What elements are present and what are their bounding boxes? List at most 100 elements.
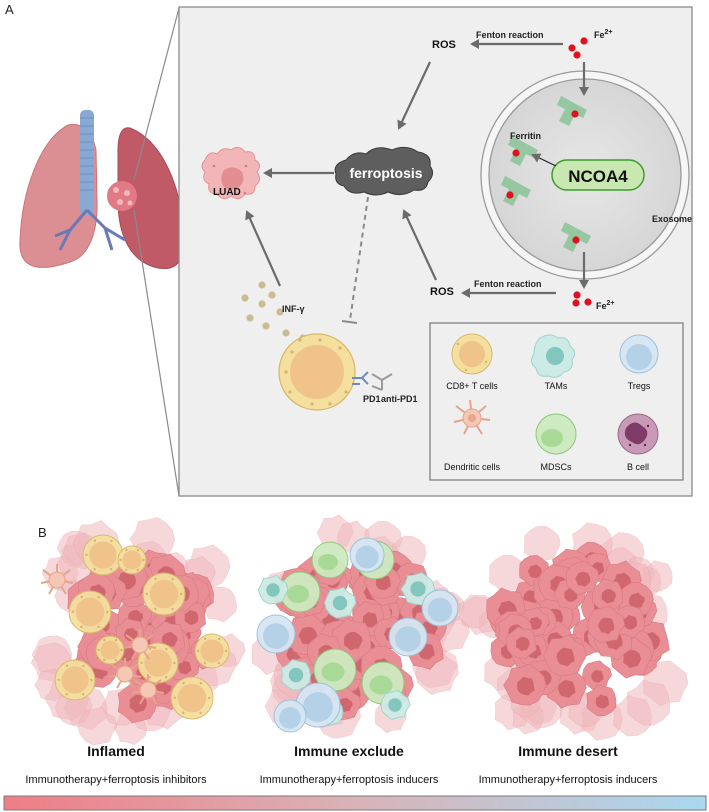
ros-top-label: ROS <box>432 39 456 51</box>
ncoa4-label: NCOA4 <box>568 167 628 186</box>
panel-a-label: A <box>5 2 14 17</box>
ros-to-ferroptosis-arrow <box>397 61 431 130</box>
zoom-line-bottom <box>133 209 180 497</box>
zoom-line-top <box>133 7 180 181</box>
inflamed-title: Inflamed <box>87 743 145 759</box>
inflamed-subtitle: Immunotherapy+ferroptosis inhibitors <box>25 774 207 786</box>
cd8-granule <box>182 711 185 715</box>
inflamed-tumor <box>30 517 246 746</box>
tumor-nucleus <box>591 669 604 683</box>
cd8-nucleus <box>75 597 105 627</box>
luad-cell <box>201 146 261 200</box>
legend-treg-icon <box>619 334 659 374</box>
legend-dendritic-label: Dendritic cells <box>444 462 501 472</box>
legend-mdsc-icon <box>535 413 577 455</box>
tam-nucleus <box>332 595 348 611</box>
ferritin-label: Ferritin <box>510 131 541 141</box>
tumor-nucleus <box>124 627 138 642</box>
cd8-granule <box>125 548 128 552</box>
cd8-granule <box>106 610 109 614</box>
tumor-nucleus <box>595 694 609 709</box>
treg-nucleus <box>263 623 289 649</box>
cd8-granule <box>119 558 122 562</box>
cd8-granule <box>199 711 202 715</box>
fenton-bottom-label: Fenton reaction <box>474 279 542 289</box>
tam-nucleus <box>388 698 402 712</box>
tumor-cell-outer <box>523 525 561 564</box>
ros2-to-ferroptosis-arrow <box>402 209 437 281</box>
tumor-nucleus <box>184 610 199 625</box>
infg-label: INF-γ <box>282 304 305 314</box>
pd1-receptor <box>352 371 369 385</box>
fe-bottom-label: Fe2+ <box>596 300 615 311</box>
cd8-granule <box>203 637 207 641</box>
inhibit-bar <box>341 320 358 324</box>
tam-nucleus <box>288 667 304 683</box>
infg-to-luad-arrow <box>245 210 282 287</box>
legend-tam-icon <box>530 334 576 378</box>
legend-cd8-icon <box>451 333 493 375</box>
tumor-nucleus <box>628 592 645 609</box>
cd8-t-cell <box>278 333 356 411</box>
cd8-nucleus <box>122 550 142 570</box>
tumor-nucleus <box>344 631 363 651</box>
cd8-nucleus <box>200 639 224 663</box>
panel-b-label: B <box>38 525 47 540</box>
legend-dendritic-nucleus <box>468 414 476 422</box>
cd8-granule <box>208 696 211 700</box>
cd8-granule <box>173 696 176 700</box>
cd8-granule <box>110 539 113 543</box>
cd8-granule <box>171 607 174 611</box>
mdsc-nucleus <box>321 662 345 682</box>
legend-tams-label: TAMs <box>545 381 568 391</box>
cd8-granule <box>65 692 68 696</box>
cd8-nucleus <box>61 666 89 694</box>
cd8-granule <box>173 661 176 665</box>
cd8-nucleus <box>144 649 172 677</box>
ncoa4-to-ferritin-arrow <box>531 153 557 167</box>
cd8-granule <box>171 578 175 581</box>
ncoa4-capsule <box>551 159 645 191</box>
cd8-granule <box>224 649 228 653</box>
fenton-top-label: Fenton reaction <box>476 30 544 40</box>
tumor-nucleus <box>598 617 615 635</box>
cd8-granule <box>93 567 96 571</box>
cd8-nucleus <box>149 579 179 609</box>
exosome-label: Exosome <box>652 214 692 224</box>
cd8-granule <box>114 638 118 642</box>
treg-nucleus <box>355 545 379 569</box>
exclude-subtitle: Immunotherapy+ferroptosis inducers <box>260 774 439 786</box>
cd8-nucleus <box>177 683 207 713</box>
cd8-nucleus <box>89 541 117 569</box>
tumor-nucleus <box>575 571 591 587</box>
iron-dots <box>506 37 592 307</box>
treg-nucleus <box>395 626 421 652</box>
cd8-granule <box>165 647 168 651</box>
cd8-granule <box>85 553 88 557</box>
anti-pd1-antibody <box>371 373 393 391</box>
anti-pd1-label: anti-PD1 <box>381 394 418 404</box>
tumor-nucleus <box>515 636 530 651</box>
cd8-granule <box>80 625 83 629</box>
cd8-granule <box>90 678 93 682</box>
tumor-nucleus <box>161 632 178 648</box>
tumor-nucleus <box>362 612 378 628</box>
cd8-granule <box>81 693 85 696</box>
cd8-granule <box>217 637 221 641</box>
cd8-granule <box>125 568 128 572</box>
cd8-granule <box>97 648 100 652</box>
desert-subtitle: Immunotherapy+ferroptosis inducers <box>479 774 658 786</box>
legend-tregs-label: Tregs <box>628 381 651 391</box>
cd8-granule <box>154 577 157 581</box>
cd8-granule <box>97 625 100 629</box>
cd8-granule <box>217 661 221 665</box>
gradient-bar <box>3 795 707 811</box>
cd8-granule <box>136 568 139 572</box>
treg-nucleus <box>427 597 453 623</box>
cd8-granule <box>103 638 106 642</box>
legend-cd8-label: CD8+ T cells <box>446 381 498 391</box>
legend-bcell-icon <box>617 413 659 455</box>
desert-title: Immune desert <box>518 743 618 759</box>
cd8-granule <box>71 610 74 614</box>
